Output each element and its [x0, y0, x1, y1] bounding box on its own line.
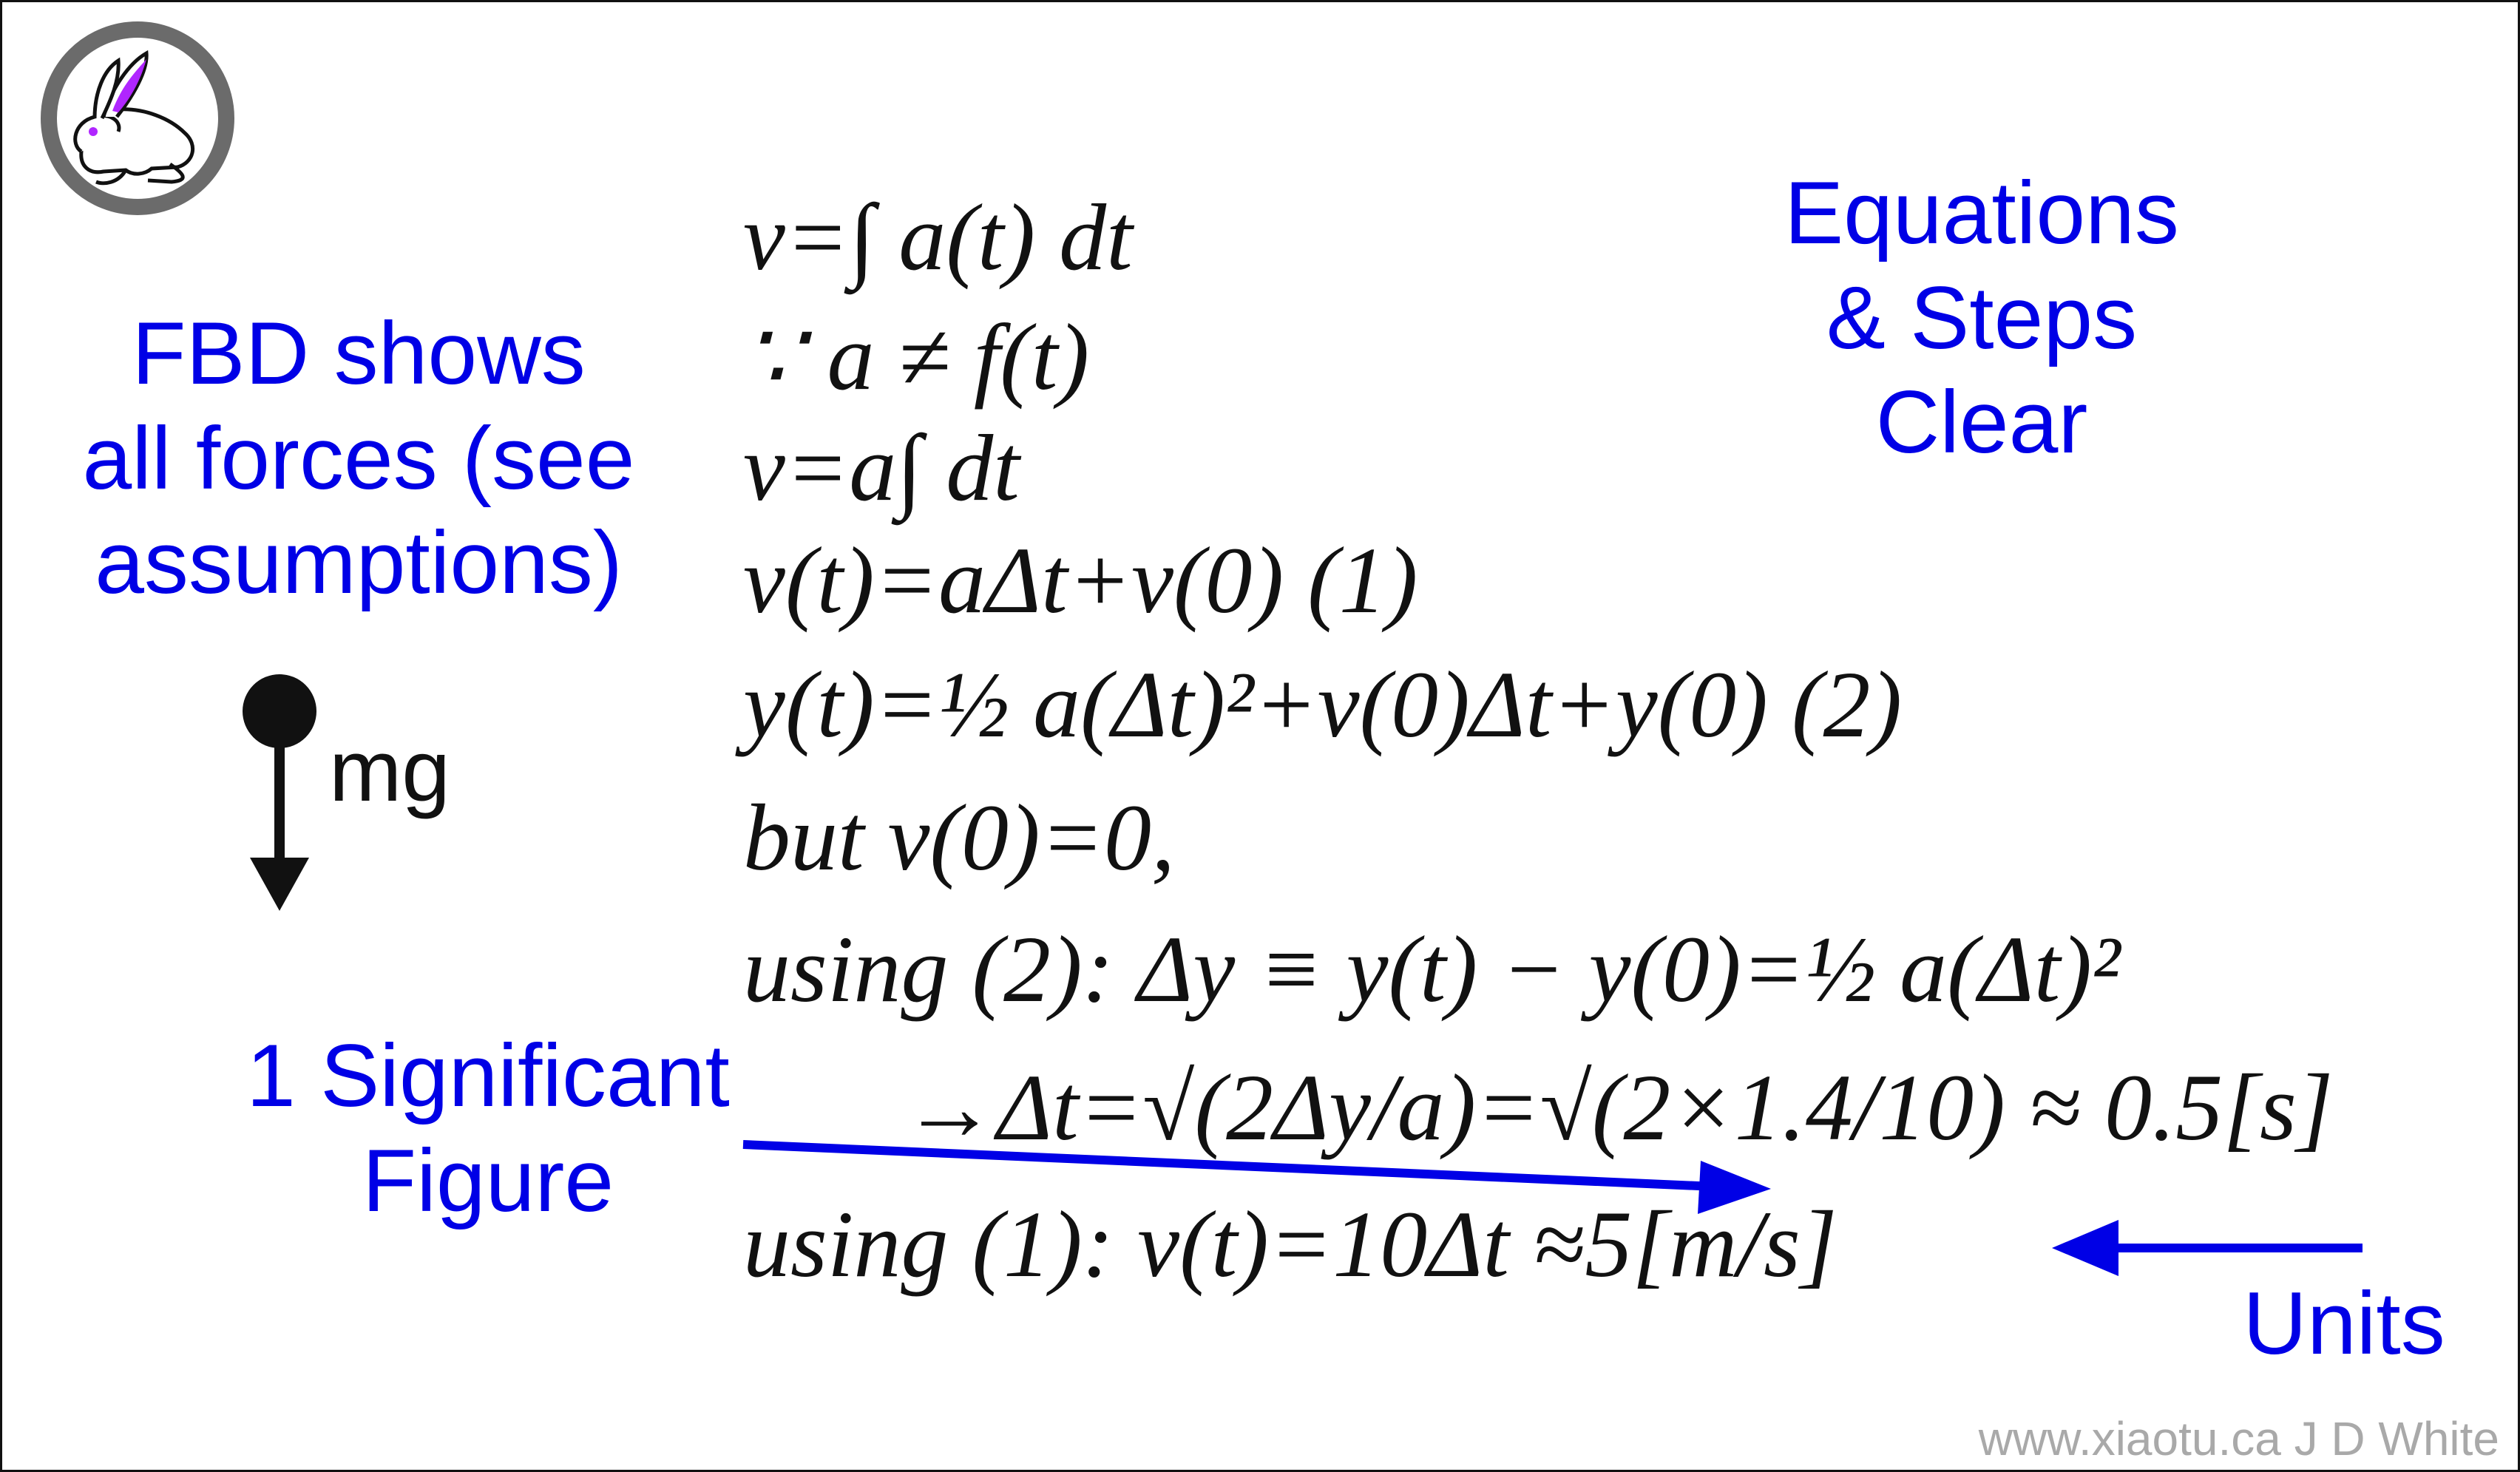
- sigfig-note-line: 1 Significant: [246, 1026, 730, 1125]
- equations-note: Equations & Steps Clear: [1723, 161, 2240, 475]
- equations-note-line: Clear: [1875, 373, 2088, 472]
- fbd-note-line: FBD shows: [132, 304, 586, 403]
- equation-line: →Δt=√(2Δy/a)=√(2×1.4/10) ≈ 0.5[s]: [902, 1055, 2334, 1160]
- equation-line: using (2): Δy ≡ y(t) − y(0)=½ a(Δt)²: [743, 917, 2121, 1022]
- equation-line: ∵ a ≠ f(t): [743, 305, 1090, 410]
- equation-line: but v(0)=0,: [743, 785, 1175, 890]
- equation-line: using (1): v(t)=10Δt ≈5[m/s]: [743, 1192, 1838, 1297]
- fbd-note: FBD shows all forces (see assumptions): [41, 302, 677, 616]
- rabbit-logo-icon: [41, 21, 234, 215]
- force-label: mg: [329, 722, 450, 820]
- fbd-note-line: assumptions): [95, 513, 623, 613]
- down-arrow-icon: [243, 674, 316, 911]
- credit-text: www.xiaotu.ca J D White: [1978, 1412, 2499, 1465]
- sigfig-note: 1 Significant Figure: [185, 1024, 791, 1233]
- equation-line: v=∫ a(t) dt: [743, 185, 1133, 290]
- fbd-note-line: all forces (see: [82, 408, 635, 508]
- equations-note-line: & Steps: [1826, 268, 2138, 367]
- equations-note-line: Equations: [1784, 163, 2179, 262]
- units-note: Units: [2243, 1274, 2445, 1373]
- equation-line: y(t)=½ a(Δt)²+v(0)Δt+y(0) (2): [743, 652, 1903, 757]
- sigfig-note-line: Figure: [362, 1130, 614, 1230]
- equation-line: v(t)=aΔt+v(0) (1): [743, 528, 1418, 633]
- equation-line: v=a∫ dt: [743, 416, 1020, 520]
- units-arrow: [2052, 1220, 2362, 1276]
- sigfig-arrow: [742, 1140, 1771, 1214]
